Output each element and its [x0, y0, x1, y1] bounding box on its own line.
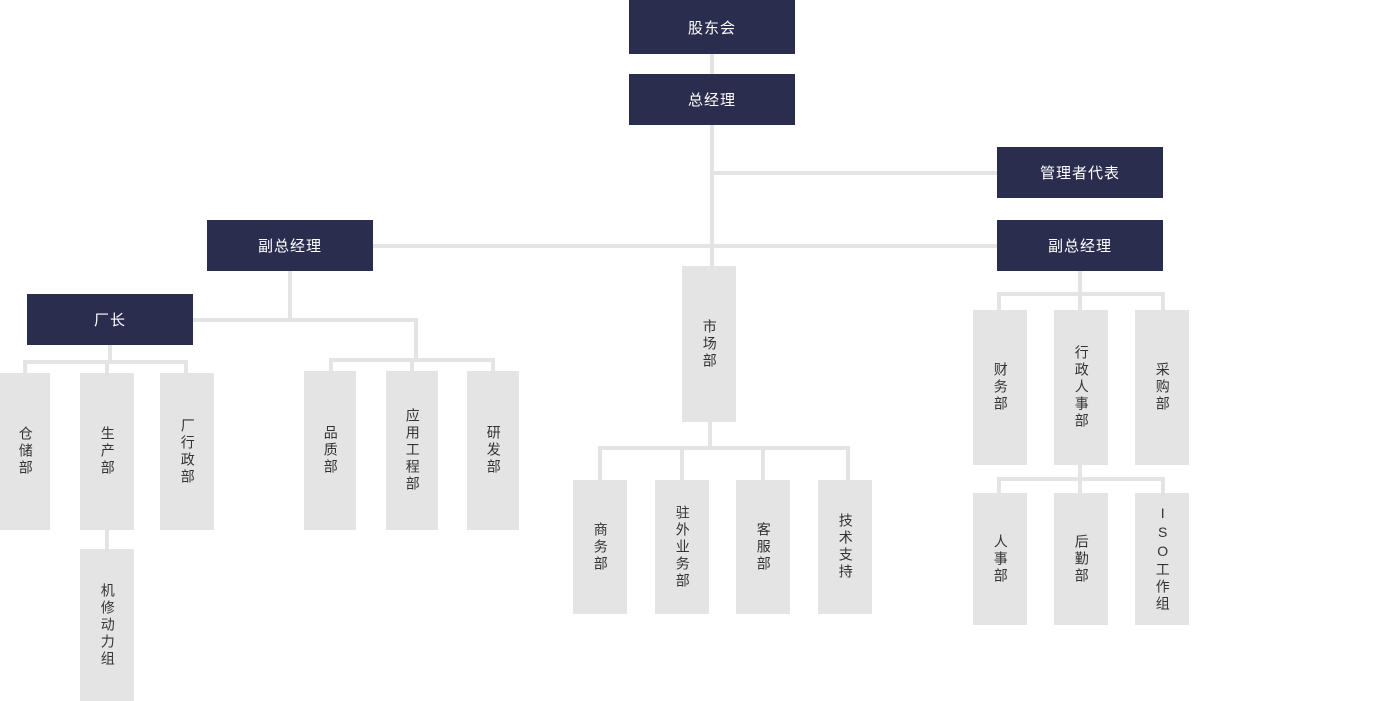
node-technical-support[interactable]: 技术支持	[818, 480, 872, 614]
connector-to-rnd	[491, 358, 495, 372]
connector-admin-hr-down	[1078, 465, 1082, 479]
node-iso-group[interactable]: ISO工作组	[1135, 493, 1189, 625]
connector-to-production	[105, 360, 109, 374]
node-marketing[interactable]: 市场部	[682, 266, 736, 422]
node-purchasing[interactable]: 采购部	[1135, 310, 1189, 465]
node-purchasing-label: 采购部	[1154, 362, 1171, 413]
connector-marketing-down	[708, 420, 712, 448]
node-field-business[interactable]: 驻外业务部	[655, 480, 709, 614]
node-production[interactable]: 生产部	[80, 373, 134, 530]
connector-production-to-maintenance	[105, 530, 109, 550]
node-finance[interactable]: 财务部	[973, 310, 1027, 465]
connector-to-purchasing	[1161, 292, 1165, 310]
node-plant-manager-label: 厂长	[93, 312, 126, 329]
node-marketing-label: 市场部	[701, 318, 718, 370]
node-business[interactable]: 商务部	[573, 480, 627, 614]
connector-to-warehouse	[23, 360, 27, 374]
node-warehouse[interactable]: 仓储部	[0, 373, 50, 530]
connector-plant-manager-down	[108, 345, 112, 363]
node-application-engineering[interactable]: 应用工程部	[386, 371, 438, 530]
node-plant-admin[interactable]: 厂行政部	[160, 373, 214, 530]
node-logistics-label: 后勤部	[1073, 533, 1090, 585]
node-iso-group-label: ISO工作组	[1154, 505, 1171, 613]
connector-to-field-business	[680, 446, 684, 480]
node-warehouse-label: 仓储部	[17, 426, 34, 477]
node-rnd[interactable]: 研发部	[467, 371, 519, 530]
connector-shareholders-to-gm	[710, 54, 714, 74]
connector-to-management-rep	[710, 171, 998, 175]
node-quality-label: 品质部	[322, 425, 339, 476]
node-hr[interactable]: 人事部	[973, 493, 1027, 625]
connector-to-app-engineering	[410, 358, 414, 372]
node-application-engineering-label: 应用工程部	[404, 408, 421, 493]
connector-to-logistics	[1078, 477, 1082, 493]
connector-to-admin-hr	[1078, 292, 1082, 310]
node-field-business-label: 驻外业务部	[674, 504, 691, 590]
node-deputy-gm-right[interactable]: 副总经理	[997, 220, 1163, 271]
connector-main-trunk	[710, 125, 714, 267]
node-business-label: 商务部	[592, 521, 609, 573]
node-finance-label: 财务部	[992, 362, 1009, 413]
node-customer-service[interactable]: 客服部	[736, 480, 790, 614]
connector-to-finance	[997, 292, 1001, 310]
connector-marketing-children-bar	[598, 446, 850, 450]
node-maintenance-power-label: 机修动力组	[99, 582, 116, 668]
connector-deputy-right-down	[1078, 270, 1082, 294]
node-management-rep-label: 管理者代表	[1039, 165, 1120, 182]
node-rnd-label: 研发部	[485, 425, 502, 476]
node-deputy-gm-left[interactable]: 副总经理	[207, 220, 373, 271]
node-general-manager-label: 总经理	[687, 92, 736, 109]
node-admin-hr[interactable]: 行政人事部	[1054, 310, 1108, 465]
connector-to-plant-admin	[184, 360, 188, 374]
node-general-manager[interactable]: 总经理	[629, 74, 795, 125]
node-plant-admin-label: 厂行政部	[179, 417, 196, 486]
connector-to-customer-service	[761, 446, 765, 480]
node-shareholders-label: 股东会	[687, 19, 736, 37]
connector-deputy-left-bar	[190, 318, 418, 322]
node-logistics[interactable]: 后勤部	[1054, 493, 1108, 625]
node-quality[interactable]: 品质部	[304, 371, 356, 530]
node-shareholders[interactable]: 股东会	[629, 0, 795, 54]
node-hr-label: 人事部	[992, 533, 1009, 585]
connector-deputy-left-down	[288, 270, 292, 320]
node-technical-support-label: 技术支持	[837, 513, 854, 581]
connector-to-business	[598, 446, 602, 480]
connector-deputy-gm-bar	[370, 244, 998, 248]
node-deputy-gm-right-label: 副总经理	[1047, 238, 1112, 255]
connector-to-iso	[1161, 477, 1165, 493]
connector-to-hr	[997, 477, 1001, 493]
node-plant-manager[interactable]: 厂长	[27, 294, 193, 345]
node-admin-hr-label: 行政人事部	[1073, 345, 1090, 430]
node-production-label: 生产部	[99, 426, 116, 477]
node-maintenance-power[interactable]: 机修动力组	[80, 549, 134, 701]
node-management-rep[interactable]: 管理者代表	[997, 147, 1163, 198]
connector-to-quality	[329, 358, 333, 372]
connector-to-technical-support	[846, 446, 850, 480]
node-deputy-gm-left-label: 副总经理	[257, 238, 322, 255]
connector-to-quality-group	[414, 318, 418, 360]
node-customer-service-label: 客服部	[755, 521, 772, 573]
